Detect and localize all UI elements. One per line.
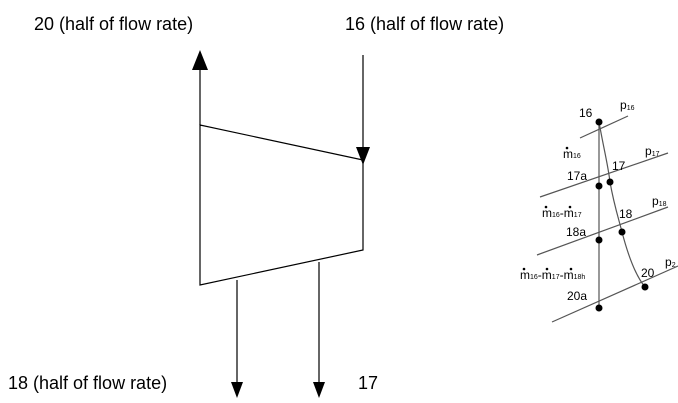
svg-text:m16-m17-m18h: m16-m17-m18h xyxy=(520,268,585,282)
label-state-18a: 18a xyxy=(566,225,586,239)
isobar-p18 xyxy=(536,206,669,256)
label-state-20a: 20a xyxy=(567,289,587,303)
label-state-17a: 17a xyxy=(567,169,587,183)
point-18a xyxy=(595,236,603,244)
label-state-17: 17 xyxy=(612,159,626,173)
outlet-20-arrow xyxy=(192,50,208,70)
svg-text:m16: m16 xyxy=(563,147,581,161)
point-18 xyxy=(618,228,626,236)
svg-text:m16-m17: m16-m17 xyxy=(542,206,582,220)
point-16 xyxy=(595,118,603,126)
expansion-process-diagram: 16 17 17a 18 18a 20 20a p16 p17 p18 p2 m… xyxy=(520,98,678,323)
label-mass-flow-1: m16 xyxy=(563,146,581,161)
label-p16: p16 xyxy=(620,98,635,112)
isobar-p17 xyxy=(539,152,669,198)
point-17a xyxy=(595,182,603,190)
label-state-20: 20 xyxy=(641,266,655,280)
expansion-curve xyxy=(598,121,646,288)
label-outlet-17: 17 xyxy=(358,373,378,393)
label-p18: p18 xyxy=(652,194,667,208)
point-20 xyxy=(641,283,649,291)
label-state-16: 16 xyxy=(579,106,593,120)
label-inlet-16: 16 (half of flow rate) xyxy=(345,14,504,34)
isobar-p16 xyxy=(579,115,629,139)
isobar-p20 xyxy=(551,265,678,323)
label-p17: p17 xyxy=(645,144,660,158)
outlet-18-arrow xyxy=(231,382,243,398)
label-p20: p2 xyxy=(665,255,676,269)
label-outlet-20: 20 (half of flow rate) xyxy=(34,14,193,34)
outlet-17-arrow xyxy=(313,382,325,398)
point-17 xyxy=(606,178,614,186)
point-20a xyxy=(595,304,603,312)
label-outlet-18: 18 (half of flow rate) xyxy=(8,373,167,393)
label-mass-flow-2: m16-m17 xyxy=(542,205,582,220)
label-state-18: 18 xyxy=(619,207,633,221)
inlet-16-arrow xyxy=(356,147,370,165)
turbine-body xyxy=(199,124,364,286)
label-mass-flow-3: m16-m17-m18h xyxy=(520,267,585,282)
turbine-schematic: 20 (half of flow rate) 16 (half of flow … xyxy=(8,14,504,398)
